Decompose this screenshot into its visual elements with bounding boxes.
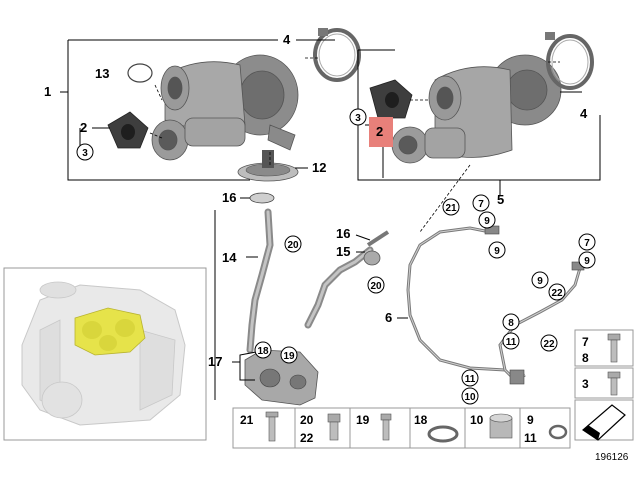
banjo-bolt-icon-7	[607, 333, 621, 363]
circled-callout-7-b: 7	[578, 233, 596, 251]
circled-callout-20-a: 20	[284, 235, 302, 253]
legend-label-11: 11	[524, 431, 537, 445]
callout-2-left: 2	[80, 120, 87, 135]
circled-callout-19: 19	[280, 346, 298, 364]
svg-text:21: 21	[445, 203, 457, 214]
oil-return-line-left	[246, 208, 274, 354]
legend-label-10: 10	[470, 413, 484, 427]
circled-callout-9-d: 9	[531, 271, 549, 289]
callout-14: 14	[222, 250, 237, 265]
legend-label-20: 20	[300, 413, 314, 427]
callout-13: 13	[95, 66, 109, 81]
svg-text:9: 9	[584, 256, 590, 267]
circled-callout-18: 18	[254, 341, 272, 359]
legend-label-8: 8	[582, 351, 589, 365]
svg-text:10: 10	[464, 392, 476, 403]
left-turbocharger	[151, 54, 299, 161]
legend-label-18: 18	[414, 413, 428, 427]
svg-text:3: 3	[355, 113, 361, 124]
svg-text:9: 9	[494, 246, 500, 257]
svg-text:7: 7	[478, 199, 484, 210]
callout-16-left: 16	[222, 190, 236, 205]
circled-callout-22-a: 22	[548, 283, 566, 301]
legend-label-19: 19	[356, 413, 370, 427]
turbo-gasket-right	[369, 79, 413, 119]
oil-return-housing	[244, 349, 319, 406]
turbo-gasket-left	[107, 111, 149, 149]
legend-label-3: 3	[582, 377, 589, 391]
legend-right-column: 7 8 3	[574, 329, 634, 441]
bolt-icon-3	[607, 371, 621, 396]
svg-text:22: 22	[551, 288, 563, 299]
circled-callout-9-a: 9	[478, 211, 496, 229]
callout-12: 12	[312, 160, 326, 175]
callout-6: 6	[385, 310, 392, 325]
engine-inset	[3, 267, 207, 441]
circled-callout-8: 8	[502, 313, 520, 331]
screw-icon-19	[380, 413, 392, 441]
oil-return-line-right	[304, 230, 390, 329]
diagram-id: 196126	[595, 452, 629, 463]
svg-text:20: 20	[370, 281, 382, 292]
engine-turbo-highlight	[74, 307, 146, 356]
circled-callout-9-c: 9	[578, 251, 596, 269]
svg-text:8: 8	[508, 318, 514, 329]
svg-text:18: 18	[257, 346, 269, 357]
callout-15: 15	[336, 244, 350, 259]
circled-callout-22-b: 22	[540, 334, 558, 352]
gasket-small-left	[249, 192, 275, 204]
legend-label-7: 7	[582, 335, 589, 349]
circled-callout-7-a: 7	[472, 194, 490, 212]
bolt-icon-21	[265, 411, 279, 442]
right-turbocharger	[391, 54, 562, 164]
callout-5: 5	[497, 192, 504, 207]
svg-text:9: 9	[484, 216, 490, 227]
svg-text:9: 9	[537, 276, 543, 287]
circled-callout-20-b: 20	[367, 276, 385, 294]
callout-2-right: 2	[376, 124, 383, 139]
circled-callout-3-right: 3	[349, 108, 367, 126]
circled-callout-9-b: 9	[488, 241, 506, 259]
legend-label-22: 22	[300, 431, 314, 445]
svg-text:11: 11	[465, 374, 476, 385]
callout-17: 17	[208, 354, 222, 369]
svg-text:7: 7	[584, 238, 590, 249]
legend-label-9: 9	[527, 413, 534, 427]
circled-callout-21: 21	[442, 198, 460, 216]
legend-grid: 21 20 22 19 18 10 9 11	[232, 407, 571, 449]
v-band-clamp-left	[313, 28, 361, 82]
callout-16-right: 16	[336, 226, 350, 241]
nut-icon-20	[327, 413, 341, 441]
circled-callout-10: 10	[461, 387, 479, 405]
oil-flange	[237, 150, 299, 182]
callout-4-left: 4	[283, 32, 291, 47]
svg-text:22: 22	[543, 339, 555, 350]
svg-text:11: 11	[506, 337, 517, 348]
circled-callout-11-b: 11	[461, 369, 479, 387]
svg-text:19: 19	[283, 351, 295, 362]
callout-4-right: 4	[580, 106, 588, 121]
svg-text:20: 20	[287, 240, 299, 251]
arrow-icon	[582, 404, 626, 441]
circled-callout-11-a: 11	[502, 332, 520, 350]
v-band-clamp-right	[545, 32, 594, 90]
seal-ring-icon-18	[427, 425, 459, 443]
callout-1: 1	[44, 84, 51, 99]
o-ring	[127, 63, 153, 83]
legend-label-21: 21	[240, 413, 254, 427]
callout-2-right-highlight	[369, 117, 393, 147]
bushing-icon-10	[489, 413, 513, 439]
circled-callout-3-left: 3	[76, 143, 94, 161]
svg-text:3: 3	[82, 148, 88, 159]
o-ring-icon-9	[548, 424, 568, 440]
